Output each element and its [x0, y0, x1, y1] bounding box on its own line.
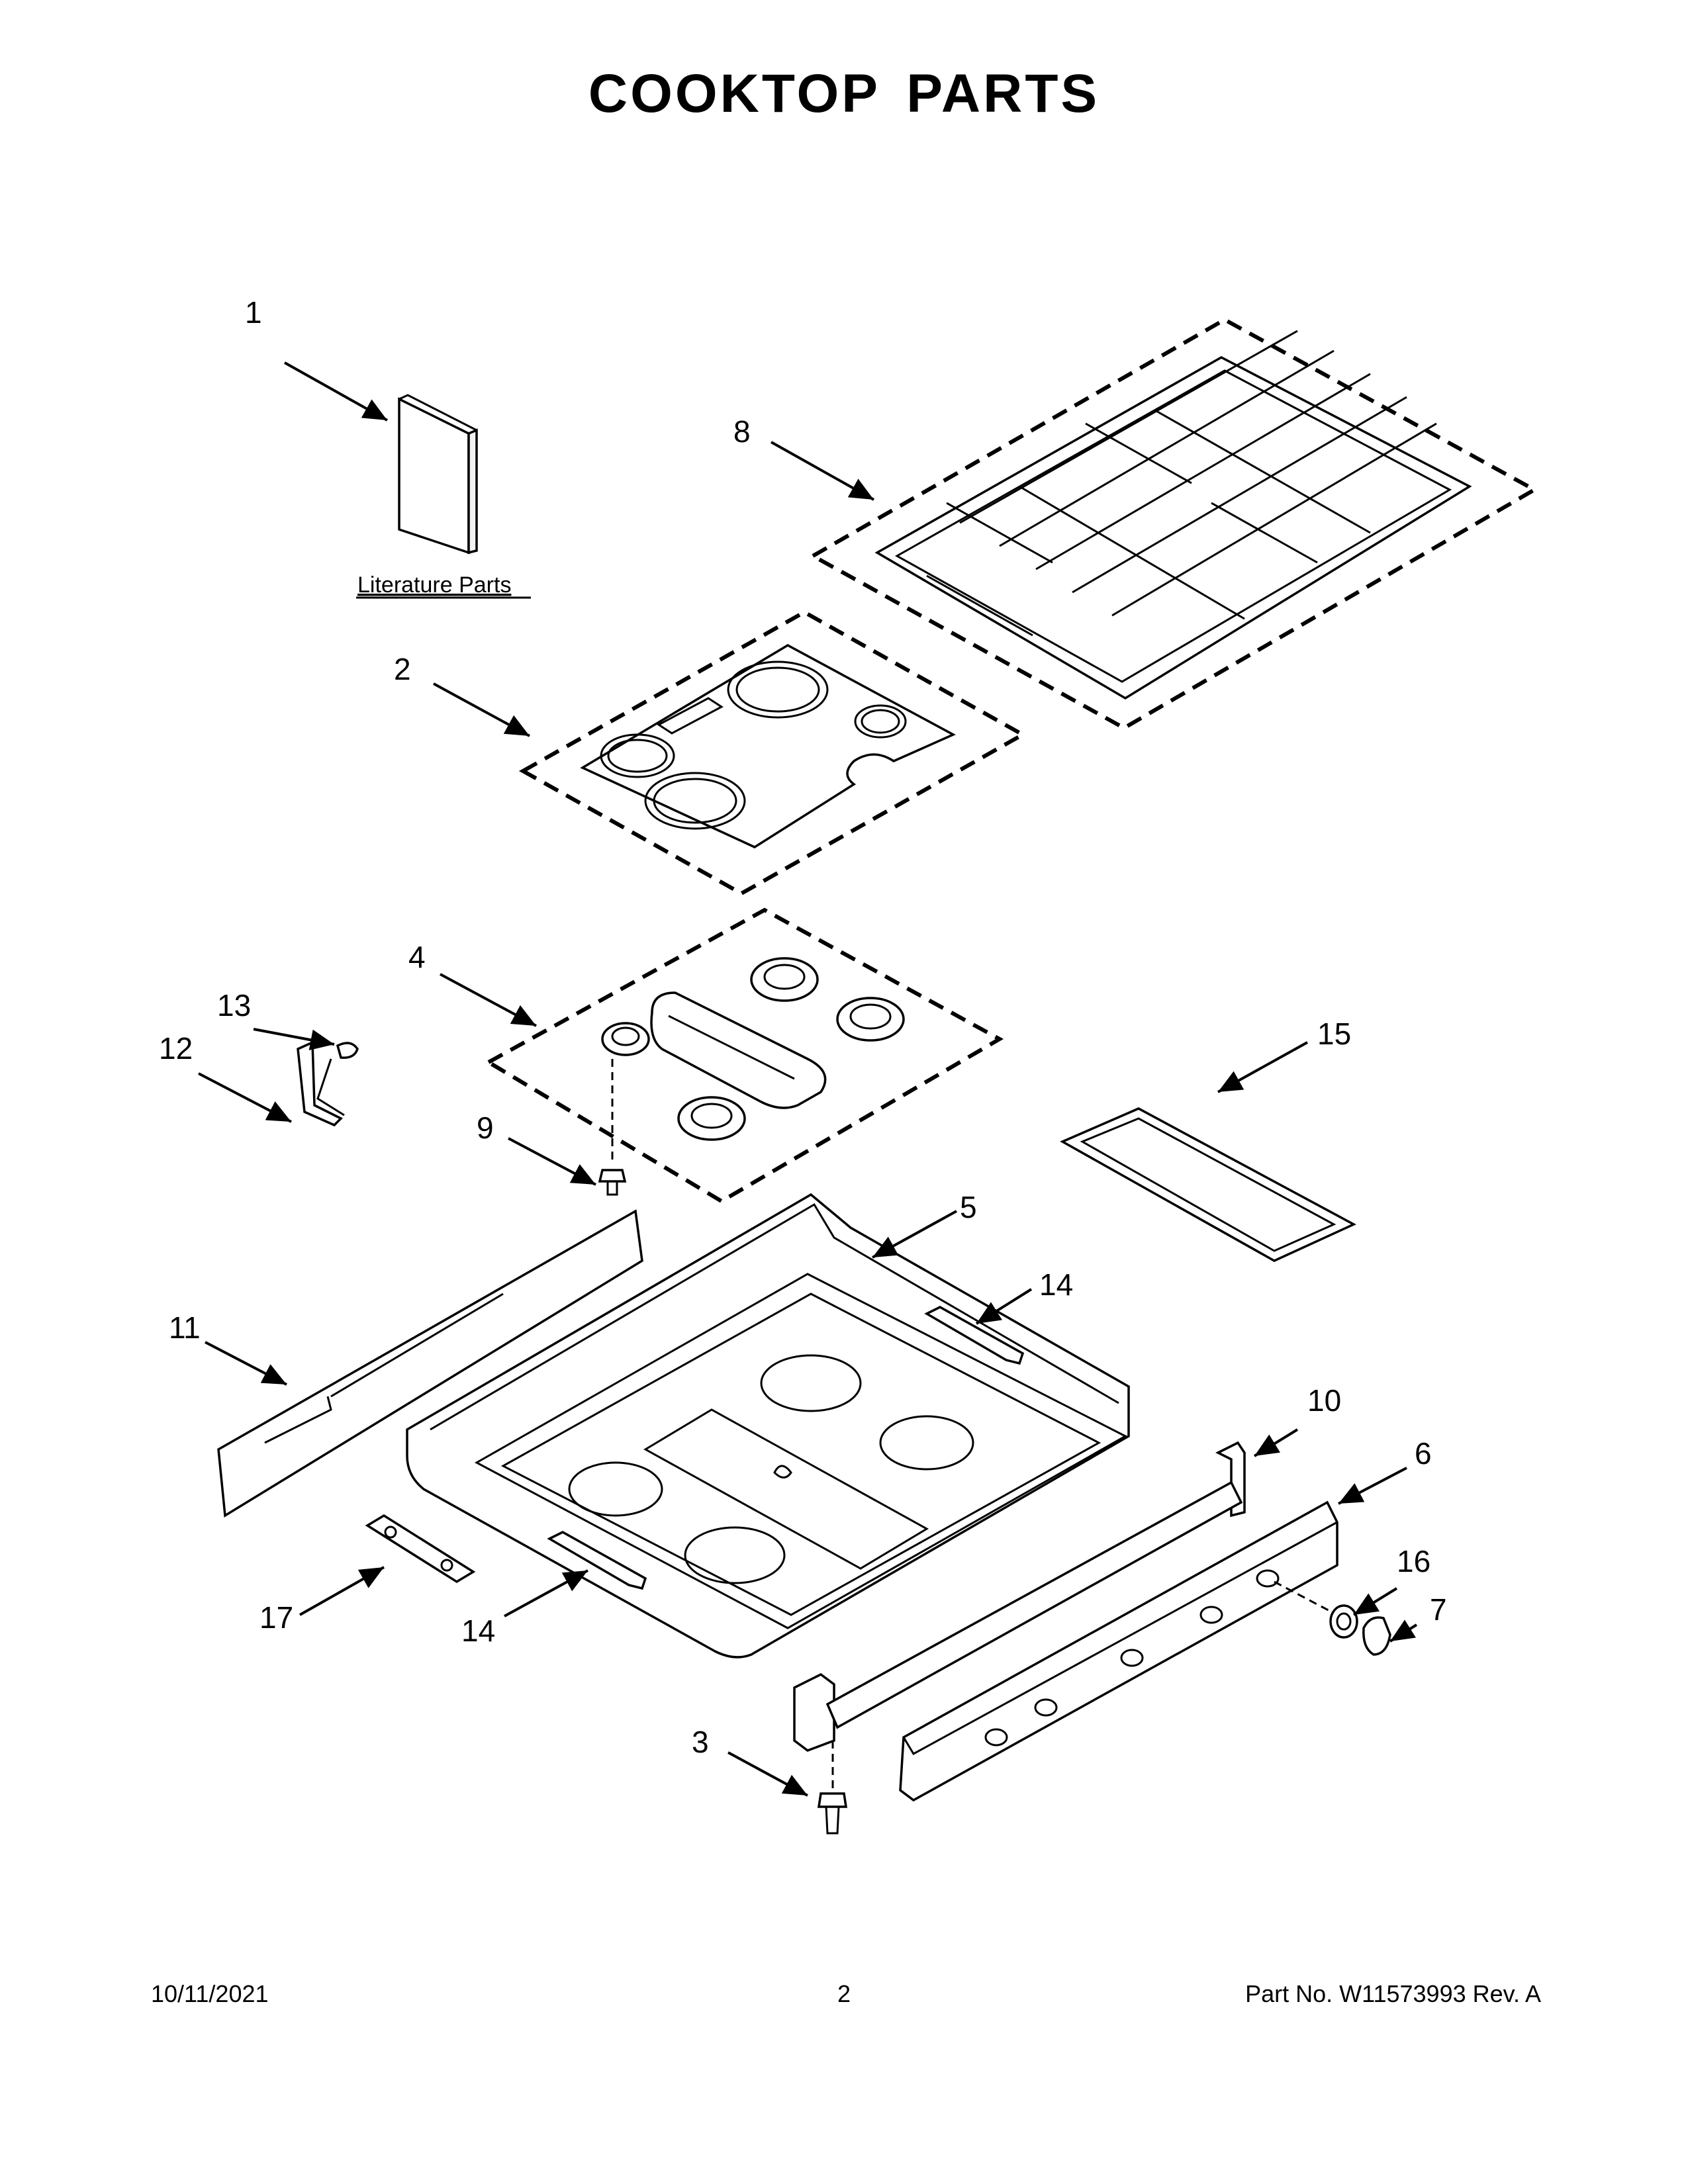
callout-7: 7 [1430, 1592, 1447, 1627]
rear-panel-11 [217, 1209, 643, 1518]
footer-part-number: Part No. W11573993 Rev. A [1245, 1980, 1541, 2007]
callout-14-top: 14 [1039, 1267, 1073, 1302]
literature-booklet [398, 394, 478, 555]
bracket-12 [297, 1040, 343, 1127]
callout-4: 4 [408, 940, 426, 974]
screw-9 [598, 1169, 627, 1196]
screw-3 [817, 1792, 848, 1835]
electrode-13 [316, 1042, 359, 1116]
callout-12: 12 [159, 1031, 193, 1066]
callout-10: 10 [1307, 1383, 1341, 1418]
callout-13: 13 [217, 988, 251, 1023]
knob-guide [1274, 1580, 1338, 1616]
grates-group [808, 317, 1539, 731]
callout-8: 8 [733, 414, 751, 449]
bracket-17 [365, 1514, 476, 1584]
callout-arrows [198, 361, 1418, 1797]
footer-page-number: 2 [837, 1980, 851, 2007]
rail-14-bottom [547, 1531, 647, 1590]
rail-14-top [924, 1306, 1025, 1365]
footer-date: 10/11/2021 [151, 1980, 269, 2007]
control-panel-6 [899, 1500, 1338, 1802]
page-title: COOKTOP PARTS [588, 64, 1100, 124]
knob-7 [1362, 1616, 1391, 1656]
callout-5: 5 [960, 1190, 977, 1224]
callout-16: 16 [1397, 1544, 1430, 1578]
callout-3: 3 [692, 1725, 709, 1759]
burners-group [484, 907, 1004, 1204]
callout-15: 15 [1317, 1017, 1351, 1051]
literature-parts-label: Literature Parts [357, 572, 511, 598]
cooktop-glass-group [518, 610, 1027, 896]
manifold-bracket-10 [793, 1441, 1246, 1752]
callout-6: 6 [1415, 1436, 1432, 1471]
griddle-15 [1060, 1107, 1356, 1262]
callout-9: 9 [477, 1111, 494, 1145]
callout-11: 11 [169, 1310, 201, 1345]
cooktop-pan-5 [406, 1193, 1130, 1659]
callout-17: 17 [259, 1600, 293, 1635]
callout-1: 1 [245, 295, 262, 330]
callout-2: 2 [394, 652, 411, 686]
bezel-16 [1329, 1604, 1358, 1639]
callout-14-bottom: 14 [461, 1614, 495, 1648]
